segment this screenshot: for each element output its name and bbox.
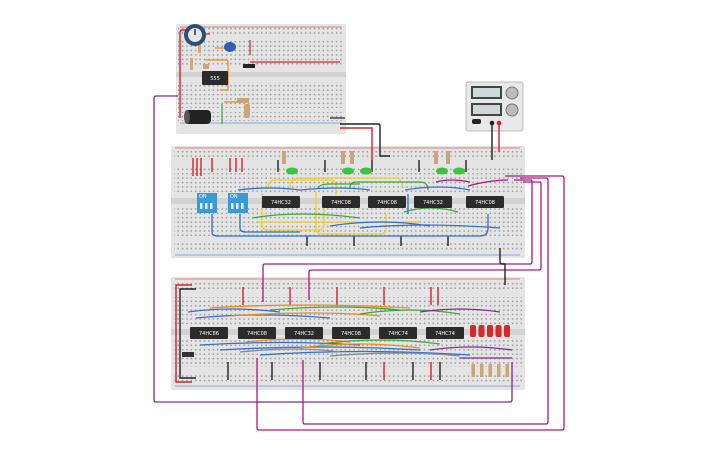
red-led [504,325,510,337]
dip-switch-2-label: ON [230,194,238,200]
timer-circuit [185,33,345,124]
red-led-bar [470,325,510,337]
chip-top-5: 74HC08 [466,196,504,208]
chip-top-5-label: 74HC08 [475,200,495,206]
bottom-signal-wires [187,304,513,359]
red-led [478,325,485,337]
timer-chip-label: 555 [210,76,220,82]
breadboard-small [176,24,346,134]
red-led [495,325,502,337]
led-resistor [471,364,475,377]
chip-top-4: 74HC32 [414,196,452,208]
chip-bottom-4-label: 74HC08 [341,331,361,337]
potentiometer[interactable] [184,24,206,46]
dip-switch-1[interactable]: ON [197,193,217,213]
chip-top-2-label: 74HC08 [331,200,351,206]
timer-chip: 555 [202,71,228,85]
chip-bottom-5-label: 74HC74 [388,331,408,337]
chip-bottom-6-label: 74HC74 [435,331,455,337]
chip-top-1: 74HC32 [262,196,300,208]
red-led [470,325,476,337]
chip-top-4-label: 74HC32 [423,200,443,206]
logic-chips-top: 74HC32 74HC08 74HC08 74HC32 74HC08 [262,196,504,208]
led-resistor [480,364,484,377]
chip-bottom-3: 74HC32 [285,327,323,339]
chip-bottom-6: 74HC74 [426,327,464,339]
chip-top-3: 74HC08 [368,196,406,208]
chip-bottom-5: 74HC74 [379,327,417,339]
long-wires [153,95,565,431]
middle-signal-wires [211,177,509,237]
chip-top-3-label: 74HC08 [377,200,397,206]
chip-bottom-1-label: 74HC86 [199,331,219,337]
power-wires [175,29,506,383]
bottom-power-jumpers [227,287,441,380]
bottom-resistors [471,364,509,377]
chip-bottom-3-label: 74HC32 [294,331,314,337]
bottom-pushbutton[interactable] [182,352,194,357]
chip-bottom-2-label: 74HC08 [247,331,267,337]
chip-bottom-2: 74HC08 [238,327,276,339]
middle-power-jumpers [192,158,467,246]
electrolytic-capacitor [184,110,211,124]
red-led [487,325,493,337]
led-resistor [488,364,492,377]
led-resistor [497,364,501,377]
ceramic-capacitor [224,42,236,52]
diode [243,64,255,68]
logic-chips-bottom: 74HC86 74HC08 74HC32 74HC08 74HC74 74HC7… [190,327,464,339]
middle-leds [286,167,465,175]
power-supply[interactable] [465,81,524,132]
led-resistor [505,364,509,377]
chip-top-1-label: 74HC32 [271,200,291,206]
dip-switch-2[interactable]: ON [228,193,248,213]
dip-switch-1-label: ON [199,194,207,200]
chip-bottom-1: 74HC86 [190,327,228,339]
chip-bottom-4: 74HC08 [332,327,370,339]
chip-top-2: 74HC08 [322,196,360,208]
middle-resistors [282,151,450,164]
